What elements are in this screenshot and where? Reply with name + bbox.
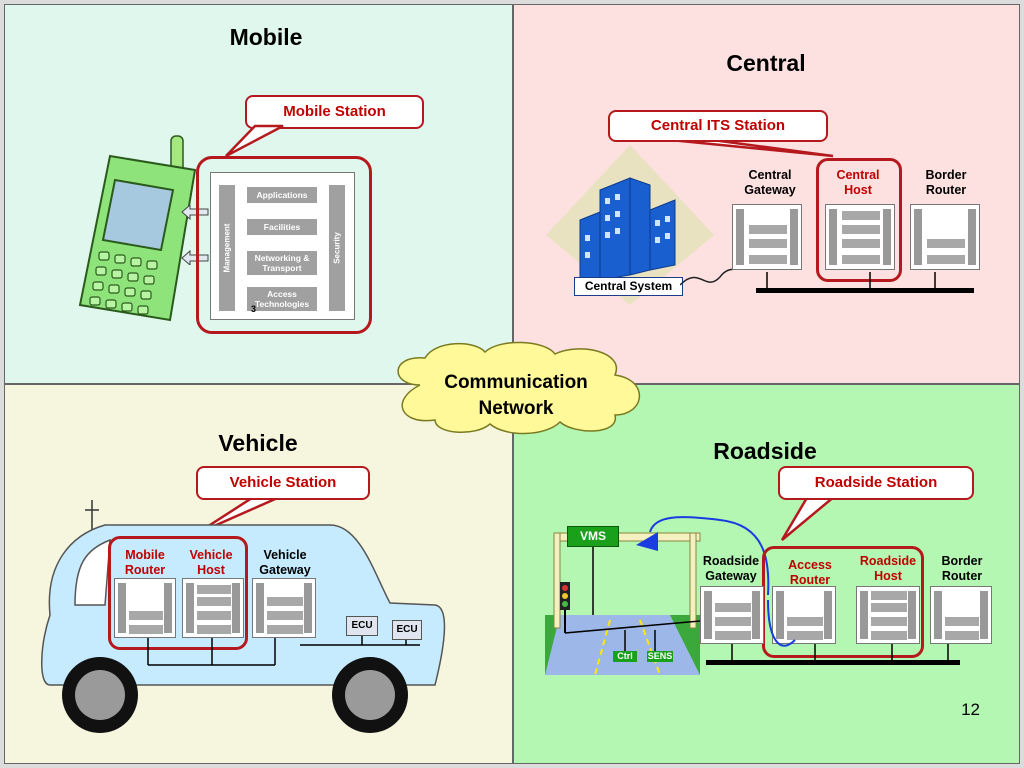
central-host-stack — [825, 204, 895, 270]
access-router-stack — [772, 586, 836, 644]
mobile-station-callout: Mobile Station — [245, 95, 424, 129]
mobile-title: Mobile — [229, 24, 303, 50]
vehicle-host-stack — [182, 578, 244, 638]
layer-applications: Applications — [247, 187, 317, 203]
roadside-station-callout: Roadside Station — [778, 466, 974, 500]
arrow-icons — [181, 205, 209, 265]
vehicle-gateway-stack — [252, 578, 316, 638]
roadside-network-bus — [706, 660, 960, 665]
roadside-title: Roadside — [713, 438, 817, 464]
central-host-label: Central Host — [836, 168, 880, 197]
border-router-stack — [910, 204, 980, 270]
layer-networking: Networking & Transport — [247, 251, 317, 275]
central-gateway-label: Central Gateway — [744, 168, 796, 197]
access-router-label: Access Router — [788, 558, 832, 587]
vehicle-gateway-label: Vehicle Gateway — [259, 548, 311, 577]
page-number: 12 — [961, 700, 980, 719]
vehicle-station-callout: Vehicle Station — [196, 466, 370, 500]
roadside-gateway-label: Roadside Gateway — [702, 554, 760, 583]
ecu-box-1: ECU — [346, 616, 378, 636]
vehicle-title: Vehicle — [218, 430, 298, 456]
cloud-icon — [397, 341, 641, 435]
security-column: Security — [329, 185, 345, 311]
roadside-gateway-stack — [700, 586, 764, 644]
ctrl-box: Ctrl — [613, 651, 637, 662]
roadside-border-router-stack — [930, 586, 992, 644]
vehicle-host-label: Vehicle Host — [189, 548, 233, 577]
protocol-stack-diagram: Management Security Applications Facilit… — [210, 172, 355, 320]
roadside-border-router-label: Border Router — [941, 554, 983, 583]
stack-footnote: 3 — [251, 304, 257, 314]
layer-access: Access Technologies — [247, 287, 317, 311]
sens-box: SENS — [647, 651, 673, 662]
roadside-quadrant — [513, 384, 1020, 764]
central-link-cable — [680, 268, 739, 286]
border-router-label: Border Router — [925, 168, 967, 197]
mobile-phone-icon — [78, 135, 197, 322]
building-icon — [546, 145, 714, 305]
central-station-callout: Central ITS Station — [608, 110, 828, 142]
central-network-bus — [756, 288, 974, 293]
vms-sign: VMS — [567, 526, 619, 547]
mobile-router-stack — [114, 578, 176, 638]
central-host-frame — [816, 158, 902, 282]
central-gateway-stack — [732, 204, 802, 270]
mobile-station-frame — [196, 156, 372, 334]
central-title: Central — [726, 50, 806, 76]
layer-facilities: Facilities — [247, 219, 317, 235]
ecu-box-2: ECU — [392, 620, 422, 640]
management-column: Management — [219, 185, 235, 311]
central-system-label: Central System — [574, 277, 683, 296]
roadside-host-label: Roadside Host — [859, 554, 917, 583]
roadside-host-stack — [856, 586, 920, 644]
mobile-router-label: Mobile Router — [124, 548, 166, 577]
vehicle-station-frame — [108, 536, 248, 650]
